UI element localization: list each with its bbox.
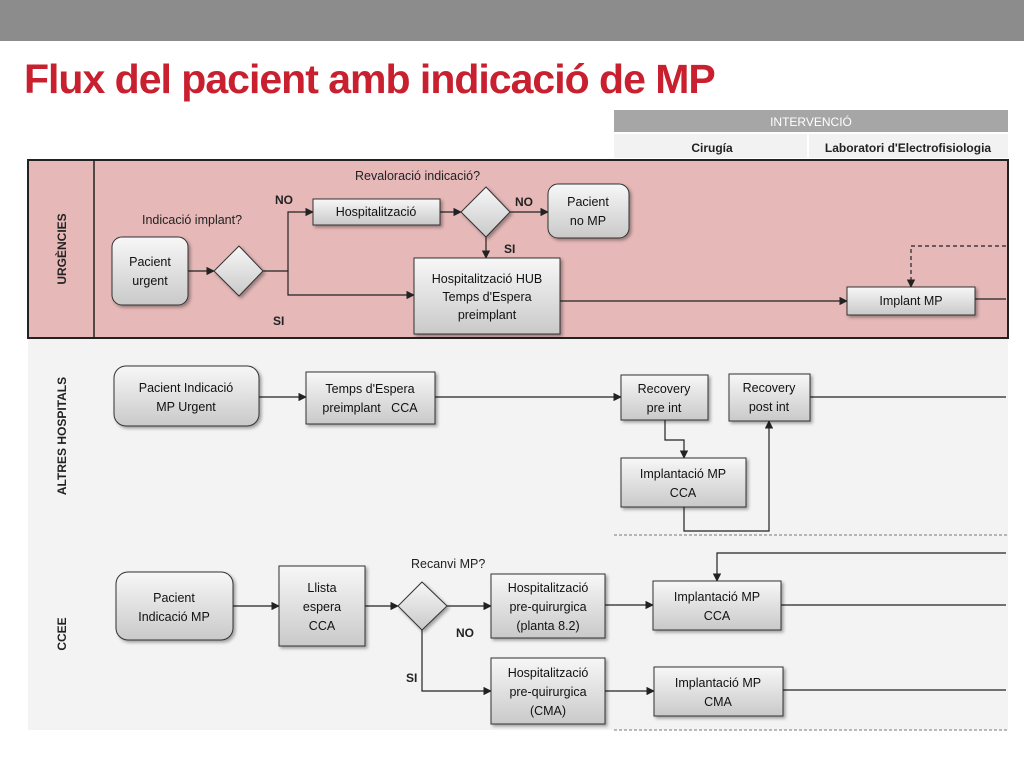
svg-text:Hospitalització: Hospitalització bbox=[336, 205, 417, 219]
decision-label-indicacio: Indicació implant? bbox=[142, 213, 242, 227]
edge-label-si-hosp-hub: SI bbox=[273, 314, 284, 328]
lane-label-ccee: CCEE bbox=[55, 617, 69, 650]
edge-label-si-recanvi: SI bbox=[406, 671, 417, 685]
header-column-laboratori: Laboratori d'Electrofisiologia bbox=[825, 141, 992, 155]
decision-label-recanvi: Recanvi MP? bbox=[411, 557, 485, 571]
svg-text:Implant MP: Implant MP bbox=[879, 294, 942, 308]
edge-implantacio-to-recovery-post bbox=[683, 420, 774, 532]
edge-decision-to-hospitalitzacio bbox=[263, 207, 314, 272]
node-hospitalitzacio: Hospitalització bbox=[312, 198, 441, 226]
decision-recanvi-diamond bbox=[397, 581, 448, 631]
edge-label-no-hospitalitzacio: NO bbox=[275, 193, 293, 207]
header-intervencio-bar bbox=[614, 110, 1008, 132]
decision-revaloracio-diamond bbox=[460, 186, 511, 238]
edge-recanvi-to-hosp-cma bbox=[421, 630, 492, 696]
edge-recovery-pre-to-implantacio bbox=[664, 420, 689, 459]
page-title: Flux del pacient amb indicació de MP bbox=[24, 56, 716, 102]
decision-label-revaloracio: Revaloració indicació? bbox=[355, 169, 480, 183]
decision-indicacio-diamond bbox=[213, 245, 264, 297]
edge-decision-to-hosp-hub bbox=[287, 271, 415, 300]
edge-label-no-recanvi: NO bbox=[456, 626, 474, 640]
edge-label-si-revaloracio: SI bbox=[504, 242, 515, 256]
header-column-cirugia: Cirugía bbox=[691, 141, 733, 155]
header-columns-bar bbox=[614, 134, 1008, 158]
lane-label-urgencies: URGÈNCIES bbox=[54, 213, 69, 284]
top-bar bbox=[0, 0, 1024, 41]
edge-return-to-implantacio-cca bbox=[712, 552, 1006, 582]
lane-label-altres-hospitals: ALTRES HOSPITALS bbox=[55, 377, 69, 495]
header-intervencio-label: INTERVENCIÓ bbox=[770, 114, 852, 129]
edge-label-no-pacient-no-mp: NO bbox=[515, 195, 533, 209]
edge-return-to-implant-mp bbox=[906, 245, 1006, 288]
node-implant-mp: Implant MP bbox=[846, 286, 976, 316]
